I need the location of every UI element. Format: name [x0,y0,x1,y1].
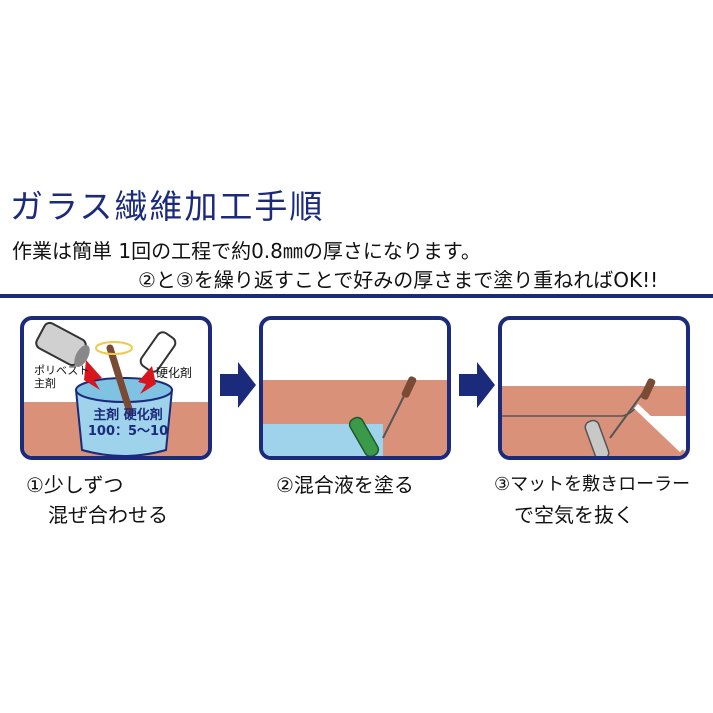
intro-line-1: 作業は簡単 1回の工程で約0.8㎜の厚さになります。 [12,239,481,263]
step-1-caption-line2: 混ぜ合わせる [48,503,168,527]
step-3-caption-line1: ③マットを敷きローラー [494,474,691,495]
wood-surface [502,386,686,416]
step-1-caption: ①少しずつ 混ぜ合わせる [26,470,168,530]
step-1-caption-line1: ①少しずつ [26,473,124,497]
mixing-illustration [24,321,208,456]
hardener-label: 硬化剤 [156,366,193,380]
mat-lift [633,403,685,453]
roller-head [584,419,610,456]
arrow-step-1-to-2 [220,362,256,408]
mix-ratio-line2: 100：5～10 [87,424,169,439]
main-agent-label-line2: 主剤 [34,377,56,390]
main-agent-label-line1: ポリベスト [34,364,90,377]
step-3-caption-line2: で空気を抜く [514,503,634,527]
mat-roller-illustration [502,378,686,456]
step-3-panel [498,316,690,460]
page-title: ガラス繊維加工手順 [10,187,325,226]
apply-liquid-illustration [263,376,447,456]
intro-line-2: ②と③を繰り返すことで好みの厚さまで塗り重ねればOK!! [138,268,659,292]
step-2-panel [259,316,451,460]
roller-head [348,416,380,456]
stir-motion [95,341,133,355]
step-2-caption: ②混合液を塗る [276,473,414,497]
pour-arrow-left [84,360,102,390]
bucket [74,389,174,456]
roller-handle [401,376,417,398]
main-agent-can [35,321,90,367]
roller-handle [640,378,656,400]
hardener-bottle [139,331,177,373]
stir-stick [106,344,134,416]
main-agent-label: ポリベスト 主剤 [34,364,89,390]
mix-ratio-label: 主剤 硬化剤 100：5～10 [80,408,176,440]
arrow-step-2-to-3 [459,362,495,408]
pour-arrow-right [138,366,156,394]
mix-ratio-line1: 主剤 硬化剤 [93,408,163,423]
step-1-panel: ポリベスト 主剤 硬化剤 主剤 硬化剤 100：5～10 [20,316,212,460]
step-3-caption: ③マットを敷きローラー で空気を抜く [494,470,690,530]
divider [0,294,713,298]
